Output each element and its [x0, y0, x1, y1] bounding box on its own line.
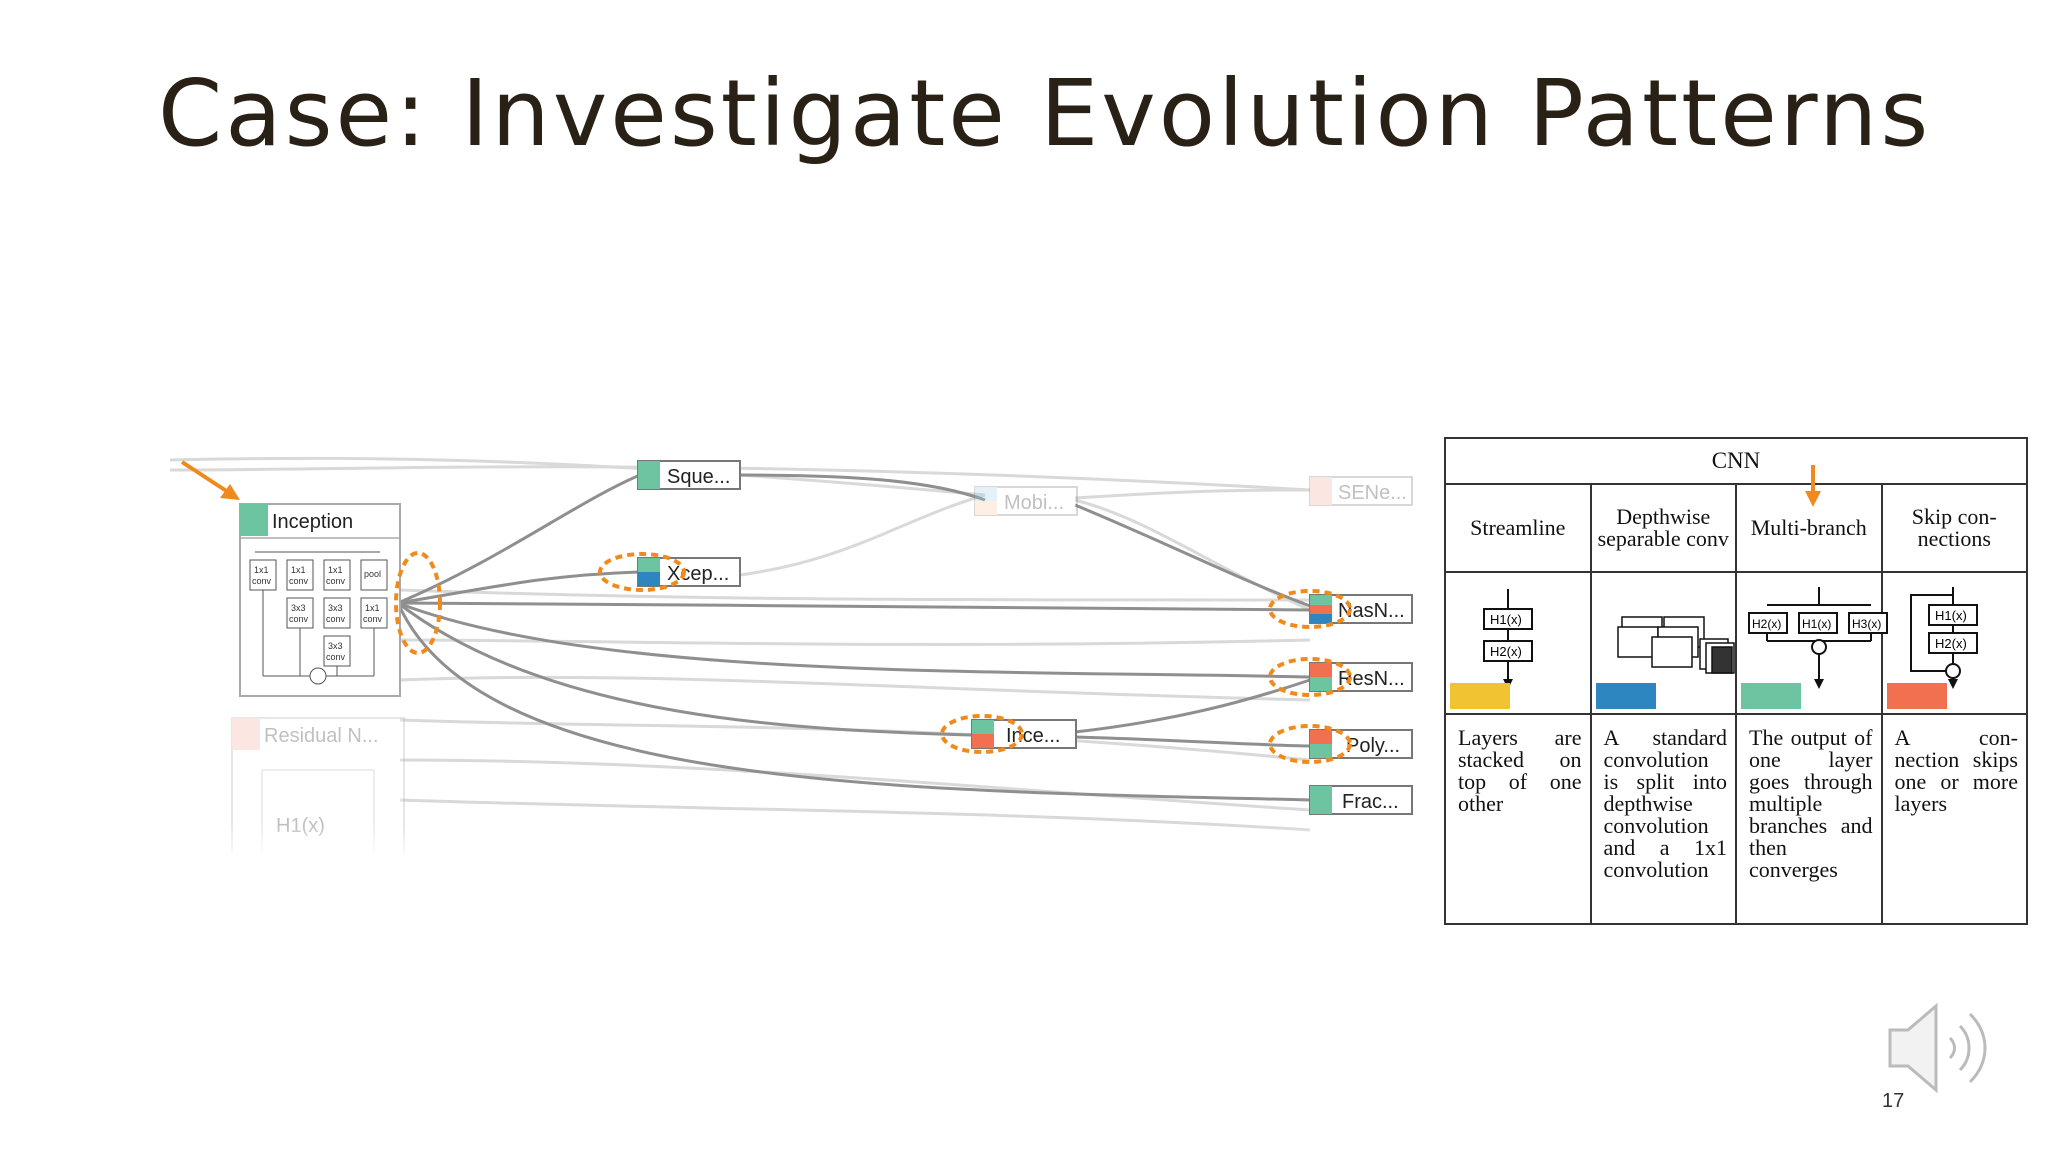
sene-node[interactable]: SENe... [1309, 476, 1413, 506]
highlight-resn [1268, 657, 1352, 697]
highlight-xcep [598, 552, 686, 592]
frac-label: Frac... [1342, 791, 1399, 813]
skip-icon: H1(x) H2(x) [1909, 587, 1978, 689]
streamline-h1: H1(x) [1490, 612, 1522, 627]
edge-ince-resn [1074, 678, 1311, 734]
sene-label: SENe... [1338, 482, 1407, 504]
highlight-poly [1268, 724, 1352, 764]
multibranch-icon: H2(x) H1(x) H3(x) [1748, 587, 1888, 689]
edge-ince-poly [1074, 735, 1311, 748]
swatch-multibranch [1741, 683, 1801, 709]
col-header-skip: Skip con- nections [1880, 483, 2028, 573]
swatch-depthwise [1595, 683, 1656, 709]
svg-text:conv: conv [252, 576, 272, 586]
sque-node[interactable]: Sque... [637, 460, 741, 490]
streamline-h2: H2(x) [1490, 644, 1522, 659]
poly-node[interactable]: Poly... [1309, 729, 1413, 759]
nasn-label: NasN... [1338, 600, 1405, 622]
swatch-streamline [1450, 683, 1510, 709]
svg-text:1x1: 1x1 [254, 565, 269, 575]
svg-text:1x1: 1x1 [291, 565, 306, 575]
col-header-multibranch-cell: Multi-branch [1735, 465, 1883, 573]
mobi-node[interactable]: Mobi... [974, 486, 1078, 516]
desc-skip: A con- nection skips one or more layers [1880, 713, 2028, 925]
edge-inception-ince [397, 601, 973, 737]
mobi-label: Mobi... [1004, 492, 1064, 514]
streamline-icon: H1(x) H2(x) [1483, 589, 1533, 689]
xcep-node[interactable]: Xcep... [637, 557, 741, 587]
main-edges [396, 473, 1311, 802]
highlight-ince [940, 714, 1024, 754]
depthwise-icon [1616, 616, 1735, 674]
col-header-streamline: Streamline [1444, 483, 1592, 573]
desc-depthwise: A standard convolution is split into dep… [1589, 713, 1737, 925]
edge-mobi-nasn [1074, 503, 1311, 608]
svg-text:conv: conv [326, 576, 346, 586]
pic-depthwise [1589, 571, 1737, 715]
svg-text:3x3: 3x3 [328, 641, 343, 651]
bottom-fade [0, 826, 1440, 860]
inception-block-diagram [249, 551, 388, 685]
slide-number: 17 [1882, 1090, 1905, 1112]
mb-h2: H2(x) [1752, 617, 1781, 631]
xcep-label: Xcep... [667, 563, 729, 585]
residual-label: Residual N... [264, 725, 379, 747]
cnn-table-title: CNN [1444, 437, 2028, 485]
svg-text:conv: conv [363, 614, 383, 624]
cnn-table: CNN Streamline Depthwise separable conv … [1444, 437, 2028, 925]
pic-skip: H1(x) H2(x) [1880, 571, 2028, 715]
svg-text:conv: conv [289, 614, 309, 624]
svg-text:3x3: 3x3 [291, 603, 306, 613]
swatch-skip [1886, 683, 1947, 709]
down-arrow-icon [1805, 465, 1821, 507]
svg-text:conv: conv [326, 652, 346, 662]
svg-text:conv: conv [326, 614, 346, 624]
svg-text:1x1: 1x1 [328, 565, 343, 575]
svg-text:1x1: 1x1 [365, 603, 380, 613]
nasn-node[interactable]: NasN... [1309, 594, 1413, 624]
edge-inception-resn [397, 601, 1311, 679]
resn-label: ResN... [1338, 668, 1405, 690]
arrow-icon [180, 460, 240, 500]
desc-multibranch: The output of one layer goes through mul… [1735, 713, 1883, 925]
resn-node[interactable]: ResN... [1309, 662, 1413, 692]
highlight-nasn [1268, 589, 1352, 629]
mb-h1: H1(x) [1802, 617, 1831, 631]
mb-h3: H3(x) [1852, 617, 1881, 631]
pic-streamline: H1(x) H2(x) [1444, 571, 1592, 715]
svg-text:conv: conv [289, 576, 309, 586]
svg-text:pool: pool [364, 569, 381, 579]
edge-inception-sque [397, 473, 641, 605]
col-header-multibranch: Multi-branch [1750, 515, 1867, 540]
slide-title: Case: Investigate Evolution Patterns [158, 60, 1932, 167]
frac-node[interactable]: Frac... [1309, 785, 1413, 815]
edge-inception-nasn [397, 601, 1311, 612]
skip-h1: H1(x) [1935, 608, 1967, 623]
skip-h2: H2(x) [1935, 636, 1967, 651]
svg-text:3x3: 3x3 [328, 603, 343, 613]
desc-streamline: Layers are stacked on top of one other [1444, 713, 1592, 925]
edge-sque-mobi [739, 473, 986, 502]
inception-color-chip [240, 504, 268, 536]
speaker-icon[interactable] [1884, 1000, 2004, 1096]
sque-label: Sque... [667, 466, 730, 488]
edge-inception-xcep [397, 570, 641, 605]
highlight-inception-out [394, 551, 442, 655]
inception-label: Inception [272, 511, 353, 533]
highlight-ellipses [394, 551, 1352, 764]
edge-inception-frac [396, 602, 1311, 802]
col-header-depthwise: Depthwise separable conv [1589, 483, 1737, 573]
pic-multibranch: H2(x) H1(x) H3(x) [1735, 571, 1888, 715]
poly-label: Poly... [1346, 735, 1400, 757]
